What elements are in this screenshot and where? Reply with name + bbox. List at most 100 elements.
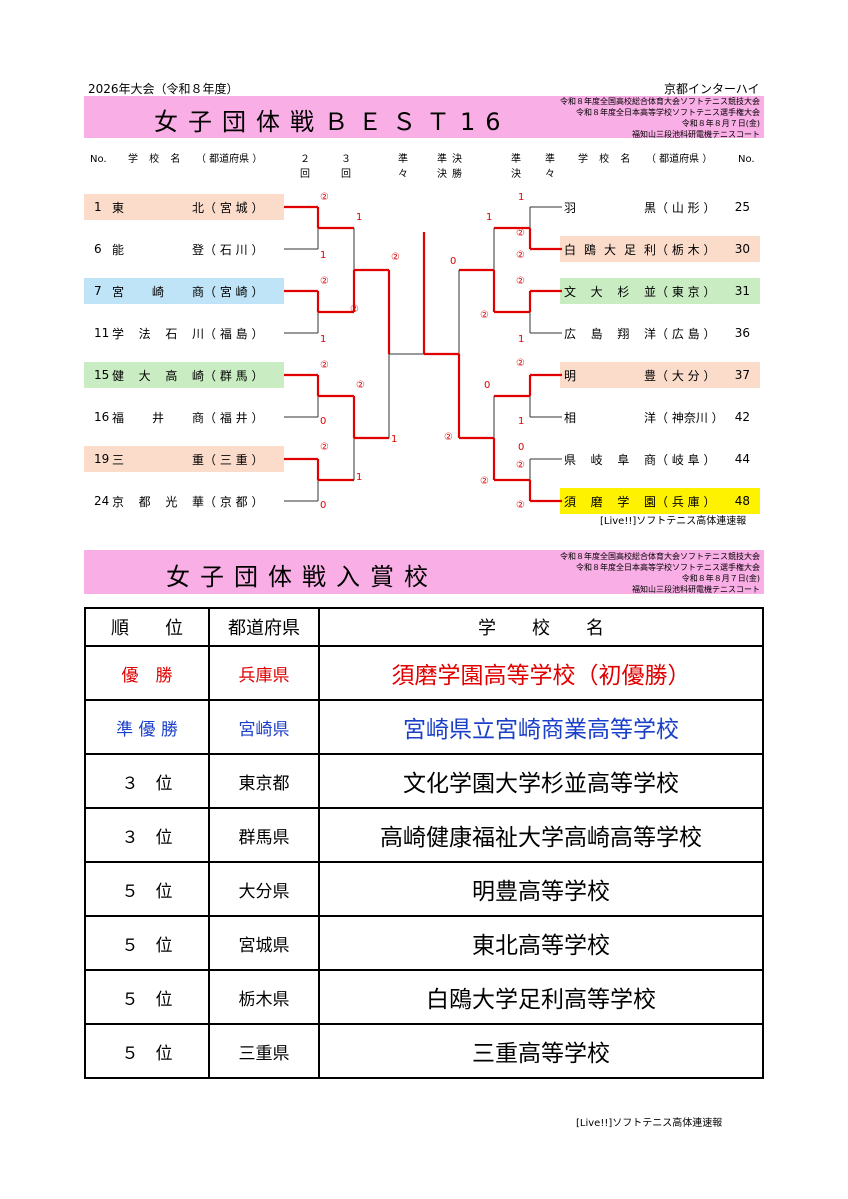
entry-school: 文大杉並 <box>564 283 656 300</box>
entry-school-char: 白 <box>564 243 577 257</box>
entry-school-char: 崎 <box>191 369 204 383</box>
entry-school-char: 翔 <box>617 327 630 341</box>
entry-school-char: 学 <box>112 327 125 341</box>
entry-pref: （ 宮 城 ） <box>204 201 264 215</box>
awards-school: 東北高等学校 <box>318 915 764 971</box>
round-header-char: 回 <box>300 169 310 180</box>
entry-school: 福井商 <box>112 409 204 426</box>
entry-pref: （ 大 分 ） <box>656 369 716 383</box>
round-header-char: 決 <box>511 169 521 180</box>
col-school-left: 学 校 名 <box>128 154 185 165</box>
awards-table: 順 位 都道府県 学 校 名 優 勝兵庫県須磨学園高等学校（初優勝）準 優 勝宮… <box>84 607 764 1079</box>
entry-pref: （ 京 都 ） <box>204 495 264 509</box>
awards-pref: 三重県 <box>208 1023 320 1079</box>
entry-no: 19 <box>94 452 110 466</box>
entry-no: 15 <box>94 368 110 382</box>
entry-school-char: 利 <box>643 243 656 257</box>
entry-pref: （ 宮 崎 ） <box>204 285 264 299</box>
match-score: 0 <box>484 380 491 391</box>
bracket-entry-right: 白鴎大足利（ 栃 木 ）30 <box>560 236 760 262</box>
entry-school-char: 大 <box>138 369 151 383</box>
match-score: ② <box>516 276 525 287</box>
event-year: 2026年大会（令和８年度） <box>88 82 239 96</box>
match-score: ② <box>480 476 489 487</box>
entry-no: 11 <box>94 326 110 340</box>
round-header: 決勝 <box>452 152 462 182</box>
match-score: 1 <box>320 334 327 345</box>
header-school: 学 校 名 <box>318 607 764 647</box>
col-no-right: No. <box>738 154 755 165</box>
entry-school: 県岐阜商 <box>564 451 656 468</box>
entry-school: 広島翔洋 <box>564 325 656 342</box>
entry-school-char: 福 <box>112 411 125 425</box>
awards-school: 文化学園大学杉並高等学校 <box>318 753 764 809</box>
round-header: 準々 <box>398 152 408 182</box>
match-score: 1 <box>391 434 398 445</box>
entry-school-char: 三 <box>112 453 125 467</box>
entry-school-char: 商 <box>191 411 204 425</box>
entry-school: 学法石川 <box>112 325 204 342</box>
awards-pref: 栃木県 <box>208 969 320 1025</box>
round-header-char: 準 <box>511 154 521 165</box>
entry-pref: （ 神奈川 ） <box>656 411 724 425</box>
entry-school: 健大高崎 <box>112 367 204 384</box>
entry-school-char: 磨 <box>590 495 603 509</box>
entry-school-char: 学 <box>617 495 630 509</box>
entry-pref: （ 福 井 ） <box>204 411 264 425</box>
awards-school: 明豊高等学校 <box>318 861 764 917</box>
awards-rank: 優 勝 <box>84 645 210 701</box>
entry-no: 25 <box>734 200 750 214</box>
entry-no: 16 <box>94 410 110 424</box>
match-score: 1 <box>518 416 525 427</box>
match-score: ② <box>516 250 525 261</box>
awards-row: ５ 位栃木県白鴎大学足利高等学校 <box>84 969 764 1025</box>
entry-pref: （ 広 島 ） <box>656 327 716 341</box>
awards-pref: 兵庫県 <box>208 645 320 701</box>
entry-no: 48 <box>734 494 750 508</box>
match-score: 0 <box>450 256 457 267</box>
awards-rank: ３ 位 <box>84 807 210 863</box>
col-no-left: No. <box>90 154 107 165</box>
entry-no: 6 <box>94 242 102 256</box>
entry-school-char: 京 <box>112 495 125 509</box>
awards-school: 須磨学園高等学校（初優勝） <box>318 645 764 701</box>
entry-school-char: 園 <box>643 495 656 509</box>
match-score: ② <box>480 310 489 321</box>
entry-pref: （ 栃 木 ） <box>656 243 716 257</box>
entry-pref: （ 山 形 ） <box>656 201 716 215</box>
bracket-title-bar: 女子団体戦ＢＥＳＴ16 令和８年度全国高校総合体育大会ソフトテニス競技大会 令和… <box>84 96 764 139</box>
entry-school-char: 並 <box>643 285 656 299</box>
entry-school: 京都光華 <box>112 493 204 510</box>
entry-school-char: 阜 <box>617 453 630 467</box>
entry-school-char: 豊 <box>643 369 656 383</box>
entry-no: 36 <box>734 326 750 340</box>
entry-school-char: 高 <box>165 369 178 383</box>
entry-school-char: 岐 <box>590 453 603 467</box>
col-pref-left: （ 都道府県 ） <box>196 154 263 165</box>
awards-rank: ５ 位 <box>84 969 210 1025</box>
round-header-char: 々 <box>398 169 408 180</box>
entry-no: 37 <box>734 368 750 382</box>
match-score: 1 <box>356 212 363 223</box>
awards-title-bar: 女子団体戦入賞校 令和８年度全国高校総合体育大会ソフトテニス競技大会 令和８年度… <box>84 550 764 594</box>
round-header-char: 準 <box>398 154 408 165</box>
awards-pref: 群馬県 <box>208 807 320 863</box>
entry-pref: （ 岐 阜 ） <box>656 453 716 467</box>
entry-school-char: 法 <box>138 327 151 341</box>
match-score: ② <box>516 358 525 369</box>
bracket-info: 令和８年度全国高校総合体育大会ソフトテニス競技大会 令和８年度全日本高等学校ソフ… <box>560 97 760 139</box>
bracket-credit: [Live!!]ソフトテニス高体連速報 <box>600 516 747 527</box>
entry-school-char: 洋 <box>643 411 656 425</box>
match-score: ② <box>516 460 525 471</box>
awards-school: 白鴎大学足利高等学校 <box>318 969 764 1025</box>
entry-school: 東北 <box>112 199 204 216</box>
bracket-title: 女子団体戦ＢＥＳＴ16 <box>154 108 511 136</box>
entry-school: 能登 <box>112 241 204 258</box>
entry-school-char: 光 <box>165 495 178 509</box>
